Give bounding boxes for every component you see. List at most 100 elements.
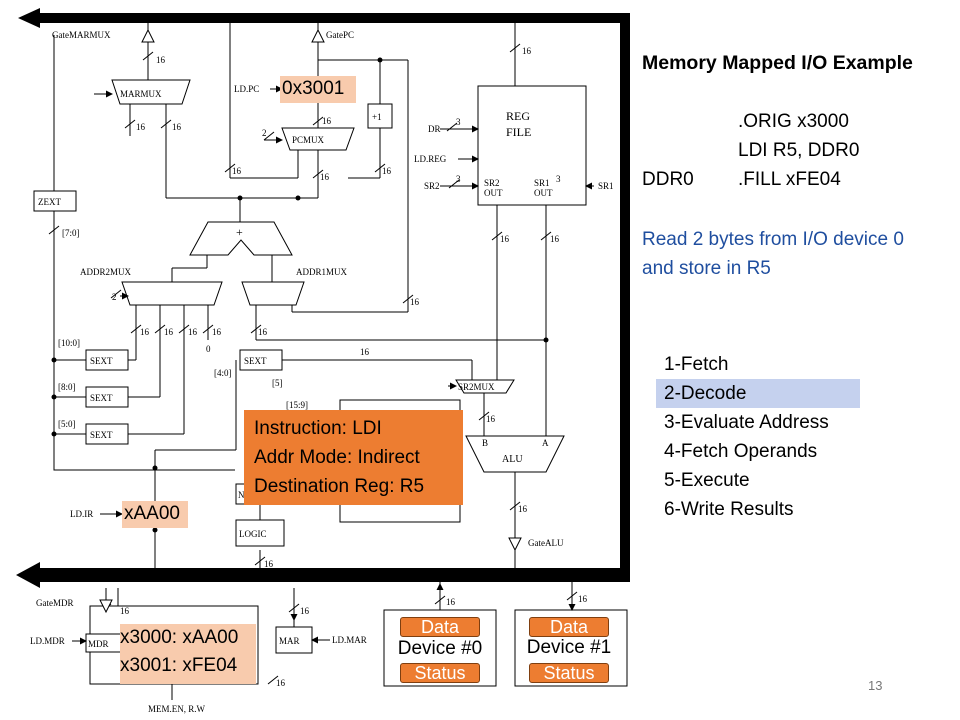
sext-label-4: SEXT (244, 356, 267, 366)
sext-box-4 (239, 349, 283, 371)
width-label: 16 (188, 327, 198, 337)
instruction-line: Instruction: LDI (254, 418, 382, 439)
bits-15-9-label: [15:9] (286, 400, 308, 410)
step-decode-current: 2-Decode (656, 379, 860, 408)
width-label: 16 (410, 297, 420, 307)
description-line-2: and store in R5 (642, 258, 771, 279)
sext-box-3 (85, 423, 129, 445)
width-label: 16 (446, 597, 456, 607)
width-label: 3 (456, 117, 461, 127)
step-execute: 5-Execute (664, 470, 750, 491)
gate-mdr-label: GateMDR (36, 598, 74, 608)
sr1-out-label-2: OUT (534, 188, 553, 198)
ld-pc-label: LD.PC (234, 84, 259, 94)
width-label: 16 (550, 234, 560, 244)
width-label: 16 (172, 122, 182, 132)
alu-b-label: B (482, 438, 488, 448)
page-number: 13 (868, 678, 883, 693)
bit-5-label: [5] (272, 378, 283, 388)
width-label: 3 (556, 174, 561, 184)
sext-label-3: SEXT (90, 430, 113, 440)
slide-title: Memory Mapped I/O Example (642, 52, 913, 74)
main-bus (16, 8, 630, 588)
width-label: 16 (164, 327, 174, 337)
device-0-status-pill: Status (400, 663, 480, 683)
logic-label: LOGIC (239, 529, 267, 539)
width-label: 16 (156, 55, 166, 65)
sr1-label: SR1 (598, 181, 614, 191)
addr1mux-shape (241, 281, 305, 306)
alu-a-label: A (542, 438, 549, 448)
sr2-label: SR2 (424, 181, 440, 191)
device-1-data-pill: Data (529, 617, 609, 637)
gate-pc-label: GatePC (326, 30, 354, 40)
instruction-info-overlay: Instruction: LDI Addr Mode: Indirect Des… (244, 410, 463, 505)
sr2-out-label-1: SR2 (484, 178, 500, 188)
memory-line-1: x3000: xAA00 (120, 627, 239, 648)
ld-reg-label: LD.REG (414, 154, 447, 164)
sext-label-1: SEXT (90, 356, 113, 366)
dr-label: DR (428, 124, 441, 134)
addr1mux-label: ADDR1MUX (296, 267, 348, 277)
width-label: 2 (262, 128, 267, 138)
zext-label: ZEXT (38, 197, 61, 207)
width-label: 16 (578, 594, 588, 604)
width-label: 16 (136, 122, 146, 132)
width-label: 16 (360, 347, 370, 357)
device-1-status-pill: Status (529, 663, 609, 683)
gate-alu-label: GateALU (528, 538, 564, 548)
reg-file-box (477, 85, 587, 206)
code-line-1: .ORIG x3000 (738, 111, 849, 132)
description-line-1: Read 2 bytes from I/O device 0 (642, 229, 904, 250)
adder-plus-label: + (236, 225, 243, 239)
datapath-components (33, 79, 628, 687)
code-line-3: .FILL xFE04 (738, 169, 841, 190)
dest-reg-line: Destination Reg: R5 (254, 476, 425, 497)
reg-file-label-1: REG (506, 109, 530, 123)
width-label: 3 (456, 174, 461, 184)
ld-mar-label: LD.MAR (332, 635, 367, 645)
mdr-label: MDR (88, 639, 109, 649)
width-label: 16 (258, 327, 268, 337)
sext-box-1 (85, 349, 129, 371)
width-label: 16 (320, 172, 330, 182)
memory-contents-overlay: x3000: xAA00 x3001: xFE04 (120, 624, 256, 684)
sext-box-2 (85, 386, 129, 408)
marmux-shape (111, 79, 191, 105)
ld-mdr-label: LD.MDR (30, 636, 65, 646)
bits-7-0-label: [7:0] (62, 228, 80, 238)
sr2-out-label-2: OUT (484, 188, 503, 198)
description: Read 2 bytes from I/O device 0 and store… (642, 225, 904, 283)
width-label: 16 (518, 504, 528, 514)
alu-shape (465, 435, 565, 473)
device-0-name: Device #0 (397, 638, 483, 659)
step-write-results: 6-Write Results (664, 499, 794, 520)
device-0-data-pill: Data (400, 617, 480, 637)
sr1-out-label-1: SR1 (534, 178, 550, 188)
width-label: 16 (522, 46, 532, 56)
width-label: 16 (232, 166, 242, 176)
alu-label: ALU (502, 454, 523, 465)
bits-5-0-label: [5:0] (58, 419, 76, 429)
code-line-2: LDI R5, DDR0 (738, 140, 860, 161)
width-label: 16 (140, 327, 150, 337)
width-label: 16 (264, 559, 274, 569)
pc-value-overlay: 0x3001 (280, 76, 356, 103)
plus-one-label: +1 (372, 112, 382, 122)
addr2mux-shape (121, 281, 223, 306)
width-label: 16 (322, 116, 332, 126)
sr2mux-shape (455, 379, 515, 394)
pcmux-shape (281, 127, 355, 151)
addr2mux-label: ADDR2MUX (80, 267, 132, 277)
control-arrows (72, 85, 594, 645)
reg-file-label-2: FILE (506, 125, 531, 139)
gate-marmux-label: GateMARMUX (52, 30, 111, 40)
memory-line-2: x3001: xFE04 (120, 655, 238, 676)
bits-8-0-label: [8:0] (58, 382, 76, 392)
width-label: 16 (382, 166, 392, 176)
sr2mux-label: SR2MUX (458, 382, 495, 392)
junction-dots (51, 57, 549, 533)
marmux-label: MARMUX (120, 89, 162, 99)
zero-label: 0 (206, 344, 211, 354)
width-label: 16 (300, 606, 310, 616)
